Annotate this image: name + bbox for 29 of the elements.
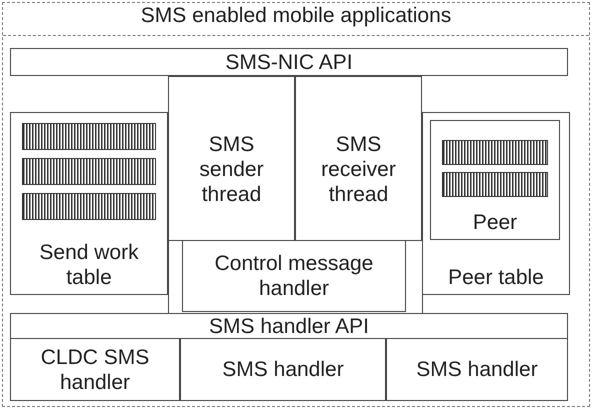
- handler-box: [180, 338, 386, 401]
- panel-title: SMS enabled mobile applications: [140, 3, 452, 28]
- table-box: [422, 112, 570, 295]
- block-label: SMS handler: [222, 357, 344, 382]
- table-box: [10, 112, 168, 295]
- api-bar: [10, 313, 568, 339]
- block-label: SMS handler: [416, 357, 538, 382]
- peer-box: [430, 120, 560, 240]
- handler-box: [386, 338, 568, 401]
- block-label: SMS handler API: [209, 314, 369, 338]
- block-label: Send work table: [38, 240, 140, 290]
- application-layer-panel: [2, 2, 590, 407]
- block-label: Peer table: [448, 265, 544, 290]
- thread-column: [168, 76, 295, 241]
- block-label: SMS receiver thread: [320, 132, 397, 207]
- block-label: CLDC SMS handler: [40, 344, 150, 394]
- striped-bar: [442, 140, 548, 165]
- handler-box: [10, 338, 180, 401]
- striped-bar: [442, 172, 548, 197]
- handler-box: [182, 240, 406, 312]
- block-label: SMS sender thread: [198, 132, 265, 207]
- striped-bar: [22, 158, 156, 185]
- striped-bar: [22, 123, 156, 150]
- block-label: Control message handler: [214, 251, 374, 301]
- striped-bar: [22, 193, 156, 220]
- block-label: Peer: [472, 210, 518, 235]
- block-label: SMS-NIC API: [225, 50, 353, 74]
- thread-column: [295, 76, 422, 241]
- api-bar: [10, 48, 568, 76]
